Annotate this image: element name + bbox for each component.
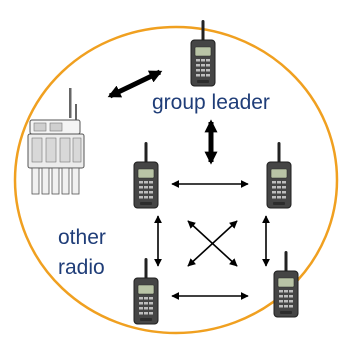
coverage-boundary: [13, 25, 339, 335]
other-radio-label-line1: other: [58, 226, 106, 249]
radio-middle-left-icon: [133, 141, 159, 209]
other-radio-base-station-icon: [27, 88, 85, 195]
link-middle-right-to-bottom-left: [187, 220, 238, 267]
radio-bottom-right-icon: [273, 250, 299, 318]
radio-middle-right-icon: [266, 141, 292, 209]
other-radio-label-line2: radio: [58, 256, 105, 279]
radio-bottom-left-icon: [133, 257, 159, 325]
group-leader-label: group leader: [152, 91, 270, 114]
link-other-to-leader: [107, 69, 163, 99]
